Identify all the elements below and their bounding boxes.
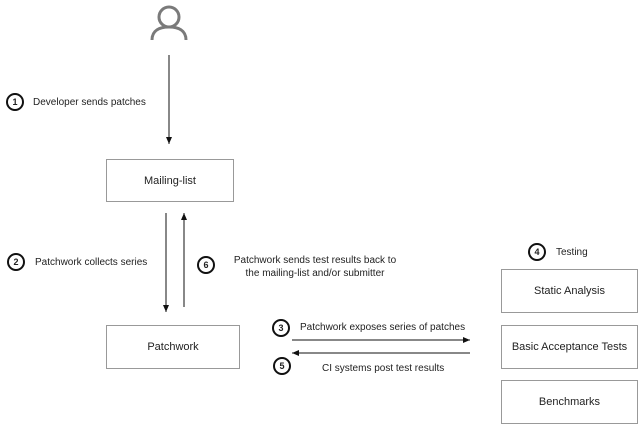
step-4-badge: 4	[528, 243, 546, 261]
step-6-badge: 6	[197, 256, 215, 274]
benchmarks-label: Benchmarks	[538, 396, 601, 408]
mailing-list-box: Mailing-list	[106, 159, 234, 202]
step-3-label: Patchwork exposes series of patches	[300, 322, 466, 333]
user-icon	[150, 5, 188, 41]
mailing-list-label: Mailing-list	[144, 174, 196, 187]
step-number: 1	[12, 97, 18, 107]
step-number: 3	[278, 323, 284, 333]
basic-acceptance-tests-label: Basic Acceptance Tests	[511, 341, 628, 353]
static-analysis-label: Static Analysis	[534, 285, 605, 297]
step-6-label: Patchwork sends test results back to the…	[225, 254, 405, 280]
benchmarks-box: Benchmarks	[501, 380, 638, 424]
step-6-label-line-2: the mailing-list and/or submitter	[245, 268, 385, 279]
step-number: 2	[13, 257, 19, 267]
step-number: 6	[203, 260, 209, 270]
step-1-badge: 1	[6, 93, 24, 111]
basic-acceptance-tests-box: Basic Acceptance Tests	[501, 325, 638, 369]
step-2-label: Patchwork collects series	[35, 257, 148, 268]
step-5-badge: 5	[273, 357, 291, 375]
step-3-badge: 3	[272, 319, 290, 337]
step-1-label: Developer sends patches	[33, 97, 146, 108]
patchwork-label: Patchwork	[147, 341, 199, 353]
step-5-label: CI systems post test results	[322, 363, 445, 374]
step-6-label-line-1: Patchwork sends test results back to	[233, 255, 397, 266]
step-2-badge: 2	[7, 253, 25, 271]
patchwork-box: Patchwork	[106, 325, 240, 369]
step-number: 5	[279, 361, 285, 371]
static-analysis-box: Static Analysis	[501, 269, 638, 313]
step-4-label: Testing	[556, 247, 588, 258]
step-number: 4	[534, 247, 540, 257]
